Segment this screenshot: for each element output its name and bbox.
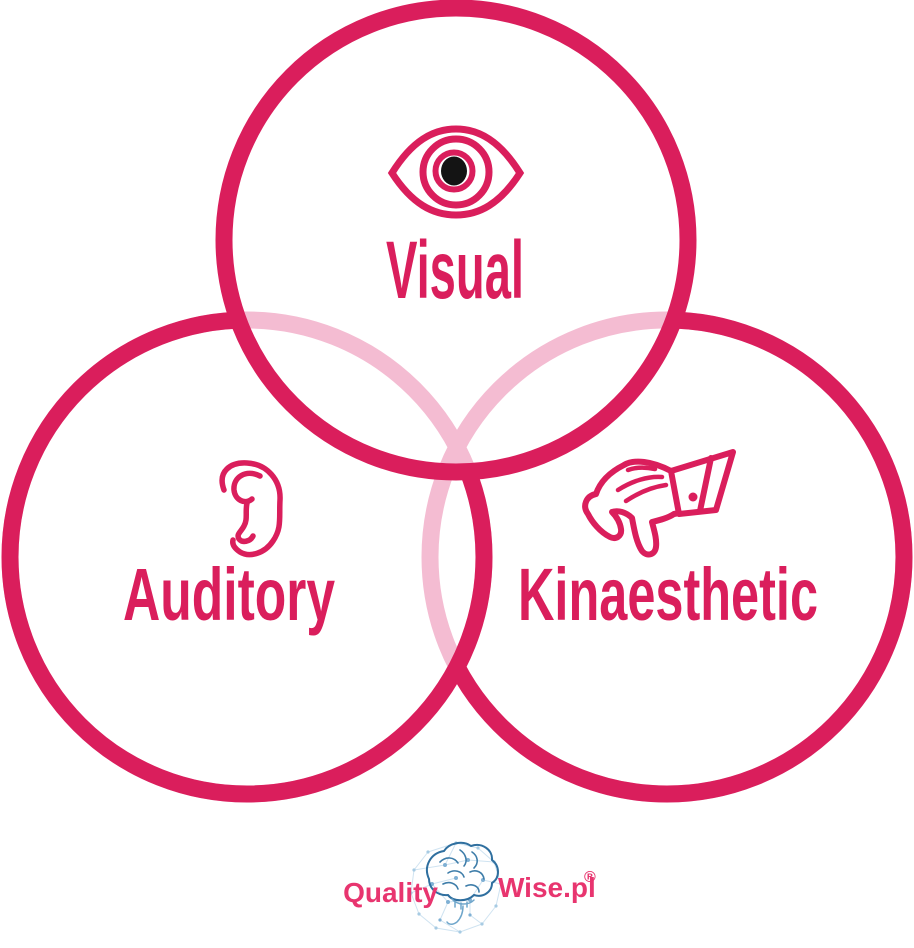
ear-icon [219, 460, 283, 558]
registered-trademark-symbol: ® [584, 869, 596, 886]
logo-text-quality: Quality [343, 877, 438, 908]
brain-network-icon [409, 841, 503, 934]
label-auditory: Auditory [123, 553, 335, 636]
logo-text-wise: Wise.pl [498, 872, 596, 903]
grabbing-hand-icon [582, 449, 736, 558]
label-kinaesthetic: Kinaesthetic [518, 553, 818, 636]
label-visual: Visual [386, 225, 524, 316]
qualitywise-logo: Quality Wise.pl ® [343, 841, 596, 934]
eye-icon [387, 125, 525, 219]
venn-circle-visual [215, 0, 697, 481]
